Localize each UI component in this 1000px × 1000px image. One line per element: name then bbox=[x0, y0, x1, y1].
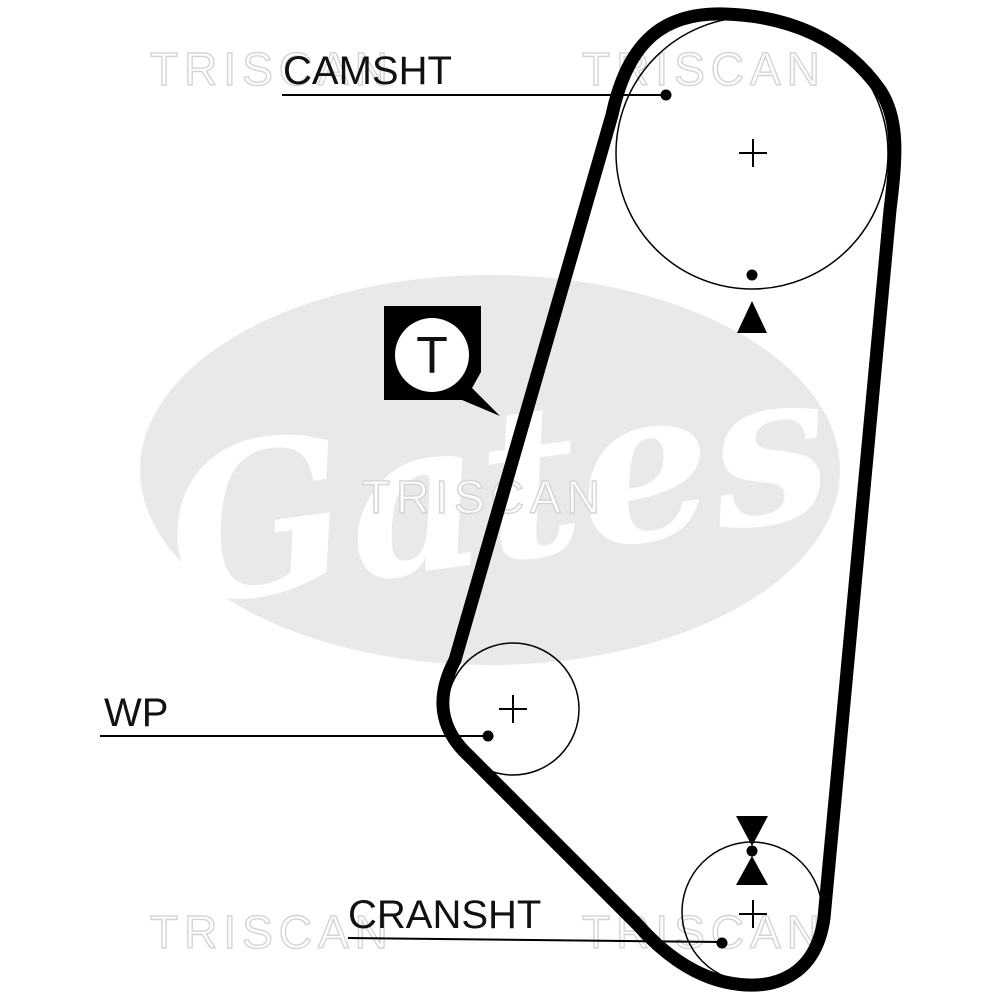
crankshaft-leader-line bbox=[347, 937, 723, 943]
leader-lines bbox=[100, 94, 723, 943]
tensioner-T-icon: T bbox=[384, 306, 500, 416]
timing-triangle-up-icon bbox=[737, 301, 767, 333]
timing-belt bbox=[436, 7, 902, 992]
reference-dots bbox=[482, 89, 758, 949]
timing-hourglass-icon bbox=[736, 816, 768, 885]
crankshaft-label: CRANSHT bbox=[348, 893, 541, 937]
water-pump-reference-dot bbox=[482, 730, 494, 742]
camshaft-timing-dot bbox=[746, 269, 758, 281]
camshaft-reference-dot bbox=[660, 89, 672, 101]
camshaft-centre-cross-icon bbox=[739, 139, 767, 167]
pulley-centres bbox=[499, 139, 767, 928]
crankshaft-reference-dot bbox=[716, 937, 728, 949]
watermark-center: TRISCAN bbox=[362, 471, 606, 523]
water-pump-label: WP bbox=[104, 691, 168, 735]
crankshaft-centre-cross-icon bbox=[739, 900, 767, 928]
gates-logo-watermark: Gates bbox=[140, 275, 844, 665]
logo-ellipse bbox=[140, 275, 840, 665]
water-pump-centre-cross-icon bbox=[499, 695, 527, 723]
watermark-top-left: TRISCAN bbox=[150, 43, 394, 95]
watermark-bottom-left: TRISCAN bbox=[150, 906, 394, 958]
tensioner-label: T bbox=[416, 327, 448, 385]
crankshaft-timing-dot bbox=[746, 845, 758, 857]
camshaft-label: CAMSHT bbox=[283, 49, 452, 93]
